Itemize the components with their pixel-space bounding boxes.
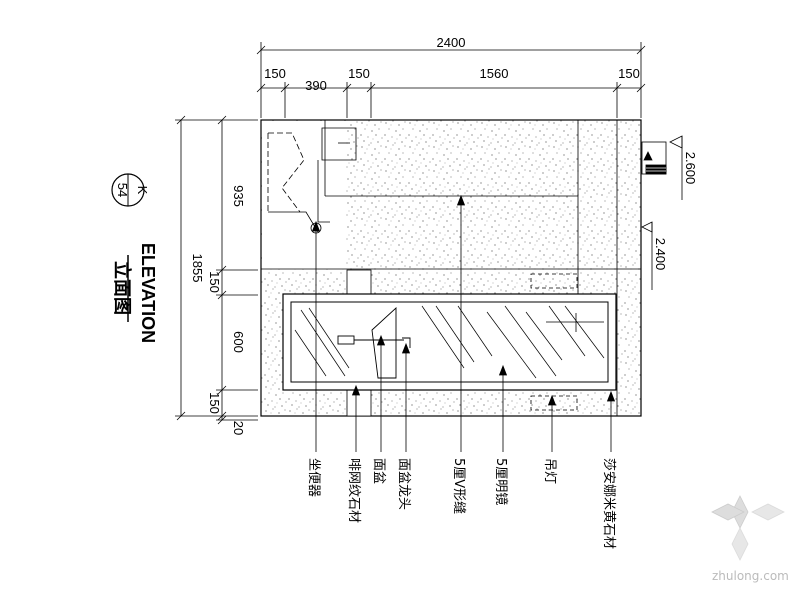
lamp-icons bbox=[530, 273, 578, 411]
leader-lines bbox=[311, 194, 616, 452]
left-dimensions bbox=[175, 115, 258, 425]
dim-top-seg-2: 390 bbox=[305, 78, 327, 93]
dim-left-seg-4: 150 bbox=[207, 392, 222, 414]
dim-left-seg-3: 600 bbox=[231, 331, 246, 353]
level-markers bbox=[641, 135, 683, 290]
dim-top-total: 2400 bbox=[437, 35, 466, 50]
watermark-logo bbox=[711, 495, 785, 561]
title-cn: 立面图 bbox=[111, 261, 133, 315]
dim-top-seg-4: 1560 bbox=[480, 66, 509, 81]
toilet-recess bbox=[262, 121, 346, 269]
dim-left-seg-1: 935 bbox=[231, 185, 246, 207]
dim-left-seg-2: 150 bbox=[207, 271, 222, 293]
dim-left-total: 1855 bbox=[190, 254, 205, 283]
watermark-text: zhulong.com bbox=[712, 569, 789, 583]
mirror bbox=[282, 293, 617, 391]
level-lower: 2.400 bbox=[653, 238, 668, 271]
section-marker-top: K bbox=[135, 186, 150, 195]
dim-left-seg-5: 20 bbox=[231, 421, 246, 435]
callout-toilet: 坐便器 bbox=[306, 458, 321, 497]
title-en: ELEVATION bbox=[138, 243, 158, 343]
callout-pendant-lamp: 吊灯 bbox=[542, 458, 557, 484]
callout-cream-marble: 莎安娜米黄石材 bbox=[601, 458, 616, 549]
callout-basin-faucet: 面盆龙头 bbox=[396, 458, 411, 510]
top-dimensions bbox=[256, 42, 646, 118]
callout-coffee-marble: 啡网纹石材 bbox=[346, 458, 361, 523]
dim-top-seg-5: 150 bbox=[618, 66, 640, 81]
section-marker: K 54 bbox=[111, 173, 150, 207]
callout-basin: 面盆 bbox=[371, 458, 386, 484]
dim-top-seg-3: 150 bbox=[348, 66, 370, 81]
callout-mirror: 5厘明镜 bbox=[493, 458, 508, 505]
section-marker-bottom: 54 bbox=[115, 183, 130, 197]
dim-top-seg-1: 150 bbox=[264, 66, 286, 81]
callout-v-groove: 5厘V形缝 bbox=[451, 458, 466, 514]
level-upper: 2.600 bbox=[683, 152, 698, 185]
